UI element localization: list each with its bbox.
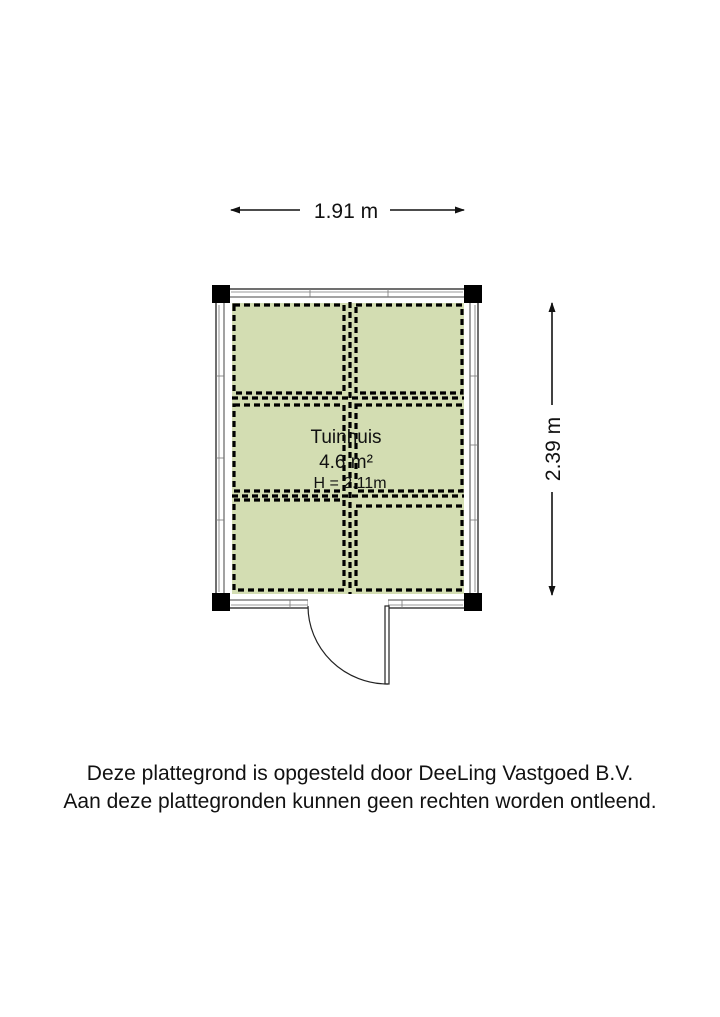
disclaimer-line-1: Deze plattegrond is opgesteld door DeeLi… bbox=[86, 762, 634, 785]
door bbox=[307, 605, 390, 685]
room-area: 4.6 m² bbox=[319, 452, 373, 473]
height-dimension: 2.39 m bbox=[542, 302, 565, 596]
disclaimer-line-2: Aan deze plattegronden kunnen geen recht… bbox=[63, 790, 657, 813]
width-dimension: 1.91 m bbox=[230, 200, 465, 223]
room-height: H = 2.11m bbox=[313, 475, 386, 492]
room-labels: Tuinhuis 4.6 m² H = 2.11m bbox=[310, 427, 386, 492]
floor-area bbox=[232, 303, 464, 594]
room-name: Tuinhuis bbox=[310, 427, 381, 448]
corner-posts bbox=[212, 285, 482, 611]
height-label: 2.39 m bbox=[542, 417, 565, 481]
tuinhuis-structure bbox=[212, 285, 482, 685]
width-label: 1.91 m bbox=[314, 200, 378, 223]
floor-plan: 1.91 m 2.39 m bbox=[212, 200, 565, 685]
